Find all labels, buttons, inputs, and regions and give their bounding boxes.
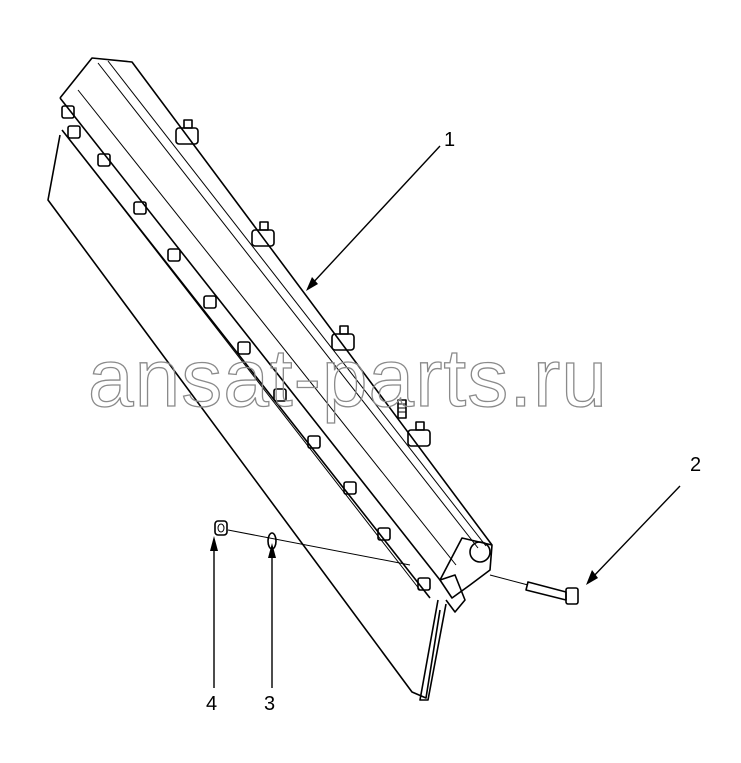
callout-1: 1 xyxy=(444,129,455,151)
rail-clamp-row xyxy=(175,119,431,447)
blade-bolt xyxy=(167,248,181,262)
rail-lower-edge-2 xyxy=(69,139,421,591)
leader-1 xyxy=(309,145,441,287)
blade-bolt xyxy=(273,388,287,402)
blade-bolt xyxy=(203,295,217,309)
watermark-text: ansat-parts.ru xyxy=(88,333,608,424)
blade-bolt xyxy=(417,577,431,591)
rail-clamp xyxy=(251,221,275,247)
assembly-axis-line xyxy=(227,529,411,566)
leader-2 xyxy=(589,485,681,581)
exploded-bolt-part-2 xyxy=(489,574,579,605)
callout-3: 3 xyxy=(264,693,275,715)
rail-top-edge xyxy=(59,57,493,546)
blade-bolt xyxy=(97,153,111,167)
blade-bolt xyxy=(67,125,81,139)
rail-groove-1 xyxy=(77,89,457,566)
rail-end-profile xyxy=(439,537,493,599)
blade-assembly xyxy=(47,57,493,701)
end-pin-hole xyxy=(469,541,491,563)
blade-panel xyxy=(47,134,441,699)
blade-bolt xyxy=(307,435,321,449)
rail-clamp xyxy=(175,119,199,145)
blade-bolt xyxy=(61,105,75,119)
rail-front-edge xyxy=(59,97,441,581)
callout-4: 4 xyxy=(206,693,217,715)
rail-clamp xyxy=(331,325,355,351)
end-bracket xyxy=(439,574,466,613)
rail-groove-2 xyxy=(97,62,479,549)
end-bracket-arm xyxy=(419,599,447,701)
rail-stud xyxy=(397,399,407,419)
rail-clamp xyxy=(407,421,431,447)
rail-groove-3 xyxy=(107,60,487,547)
blade-bolt xyxy=(237,341,251,355)
exploded-nut-part-4 xyxy=(214,520,228,536)
leader-lines xyxy=(210,145,681,688)
blade-bolt-row xyxy=(61,105,431,591)
blade-bolt xyxy=(133,201,147,215)
blade-bolt xyxy=(343,481,357,495)
callout-2: 2 xyxy=(690,454,701,476)
blade-bolt xyxy=(377,527,391,541)
